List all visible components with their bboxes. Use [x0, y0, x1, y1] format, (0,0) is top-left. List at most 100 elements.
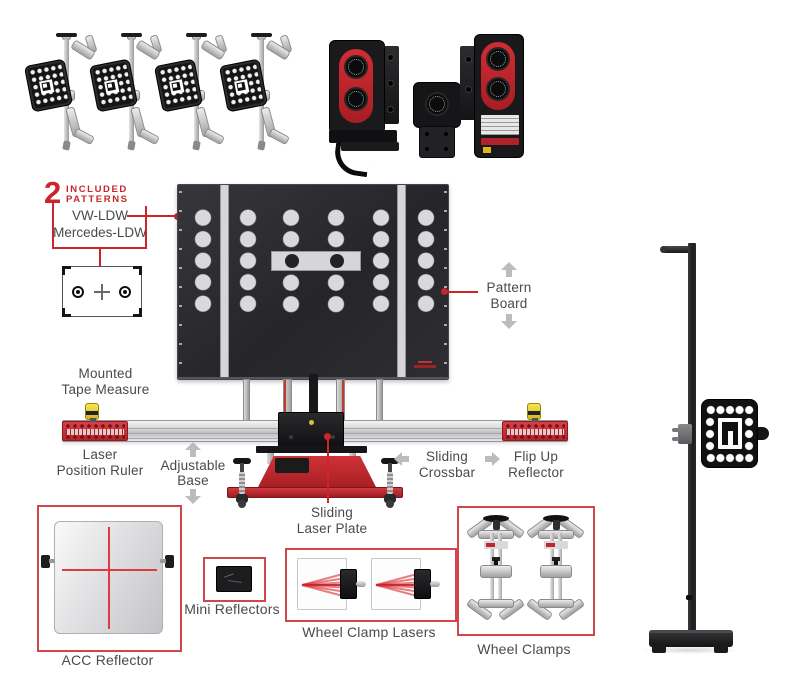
module-body [474, 34, 524, 158]
label-acc-reflector: ACC Reflector [61, 652, 154, 668]
preview-dot-core [123, 290, 127, 294]
plate-hole [444, 147, 448, 151]
down-arrow-icon [501, 314, 517, 329]
wheel-clamps-illustration [525, 515, 586, 627]
arrow-stem [506, 314, 512, 322]
corner-mark [133, 266, 142, 275]
pattern-preview-card [62, 266, 142, 317]
clamp-knob [56, 33, 77, 37]
callout-dot [441, 288, 448, 295]
leveling-foot [232, 458, 252, 508]
board-brand-logo [413, 361, 437, 371]
callout-dot [324, 433, 331, 440]
dot-column [327, 272, 345, 316]
ruler-holes [65, 435, 125, 439]
callout-line-2: Board [490, 296, 528, 311]
target-marker [234, 79, 250, 95]
acc-reflector-box [37, 505, 182, 652]
marker-slot [728, 431, 733, 445]
callout-sliding-crossbar: Sliding Crossbar [412, 449, 482, 481]
bracket-hole [387, 54, 394, 61]
logo-mark [418, 361, 432, 363]
target-marker-inner [41, 81, 51, 92]
caster [236, 494, 248, 503]
clamp-target-board [218, 58, 269, 113]
callout-line-1: Mounted [78, 366, 133, 381]
label-mini-reflectors: Mini Reflectors [184, 601, 280, 617]
led-ring-icon [490, 51, 506, 67]
callout-laser-position-ruler: Laser Position Ruler [40, 447, 160, 479]
crosshair-horizontal [62, 569, 157, 571]
mirror-knob [165, 555, 174, 568]
laser-pin [430, 581, 440, 587]
target-marker-inner [171, 81, 181, 92]
arrow-head [394, 452, 402, 466]
clamp-knob-stem [553, 520, 560, 530]
arrow-head [185, 496, 201, 504]
target-center-marker [718, 418, 742, 449]
arrow-head [501, 321, 517, 329]
wheel-clamp-lasers-box [285, 548, 457, 622]
spec-sticker [481, 115, 519, 135]
clamp-target-board [88, 58, 139, 113]
foot-stem [240, 463, 244, 473]
included-word: INCLUDED [66, 184, 128, 195]
center-bar [271, 251, 361, 271]
camera-lens-icon [344, 55, 368, 79]
corner-mark [62, 266, 71, 275]
module-foot-step [341, 142, 399, 151]
clamp-knob [483, 515, 509, 522]
crosshair-vertical [108, 527, 110, 629]
bracket-hole [387, 106, 394, 113]
tape-measure-icon [85, 403, 99, 422]
base-edge [649, 630, 733, 633]
tape-lip [90, 418, 96, 422]
caster-wheel [238, 500, 246, 508]
dot-column [282, 272, 300, 316]
marker-inner [722, 422, 738, 445]
laser-position-ruler-illustration [62, 421, 128, 441]
clamp-brand-plate [544, 541, 568, 549]
mini-reflector-illustration [216, 566, 252, 592]
ruler-holes [505, 424, 565, 428]
pole-screw [686, 595, 692, 600]
laser-module [340, 569, 357, 599]
center-post [309, 374, 318, 421]
preview-dot [119, 286, 131, 298]
target-dots-top [706, 405, 754, 415]
tape-measure-icon [527, 403, 541, 422]
callout-line-2: Base [177, 473, 209, 488]
target-marker-inner [236, 81, 246, 92]
clamp-pin [672, 428, 679, 432]
clamp-knob-stem [493, 520, 500, 530]
tape-lip [532, 418, 538, 422]
dot-column [239, 207, 257, 315]
preview-dot-core [76, 290, 80, 294]
stand-handle-cap [660, 246, 667, 253]
mount-bracket [381, 46, 399, 124]
module-body [329, 40, 385, 134]
callout-line [99, 247, 101, 270]
base-motor [275, 458, 309, 473]
warning-sticker [481, 138, 519, 145]
label-wheel-clamps: Wheel Clamps [477, 641, 571, 657]
bracket-hole [387, 80, 394, 87]
callout-pattern-board: Pattern Board [480, 280, 538, 312]
arrow-head [185, 442, 201, 450]
board-stripe [397, 185, 406, 379]
pattern-board-illustration [177, 184, 449, 380]
mini-reflectors-box [203, 557, 266, 602]
laser-aperture [309, 420, 314, 425]
bar-dot [330, 254, 344, 268]
arrow-stem [190, 449, 196, 457]
ruler-scale [506, 429, 564, 435]
laser-plate [371, 558, 421, 610]
arrow-stem [506, 269, 512, 277]
clamp-collar [480, 565, 512, 578]
foot-knob [233, 458, 251, 464]
clamp-bottom-plate [538, 599, 574, 608]
target-dots-left [705, 416, 715, 452]
arrow-stem [190, 489, 196, 497]
bar-dot [285, 254, 299, 268]
